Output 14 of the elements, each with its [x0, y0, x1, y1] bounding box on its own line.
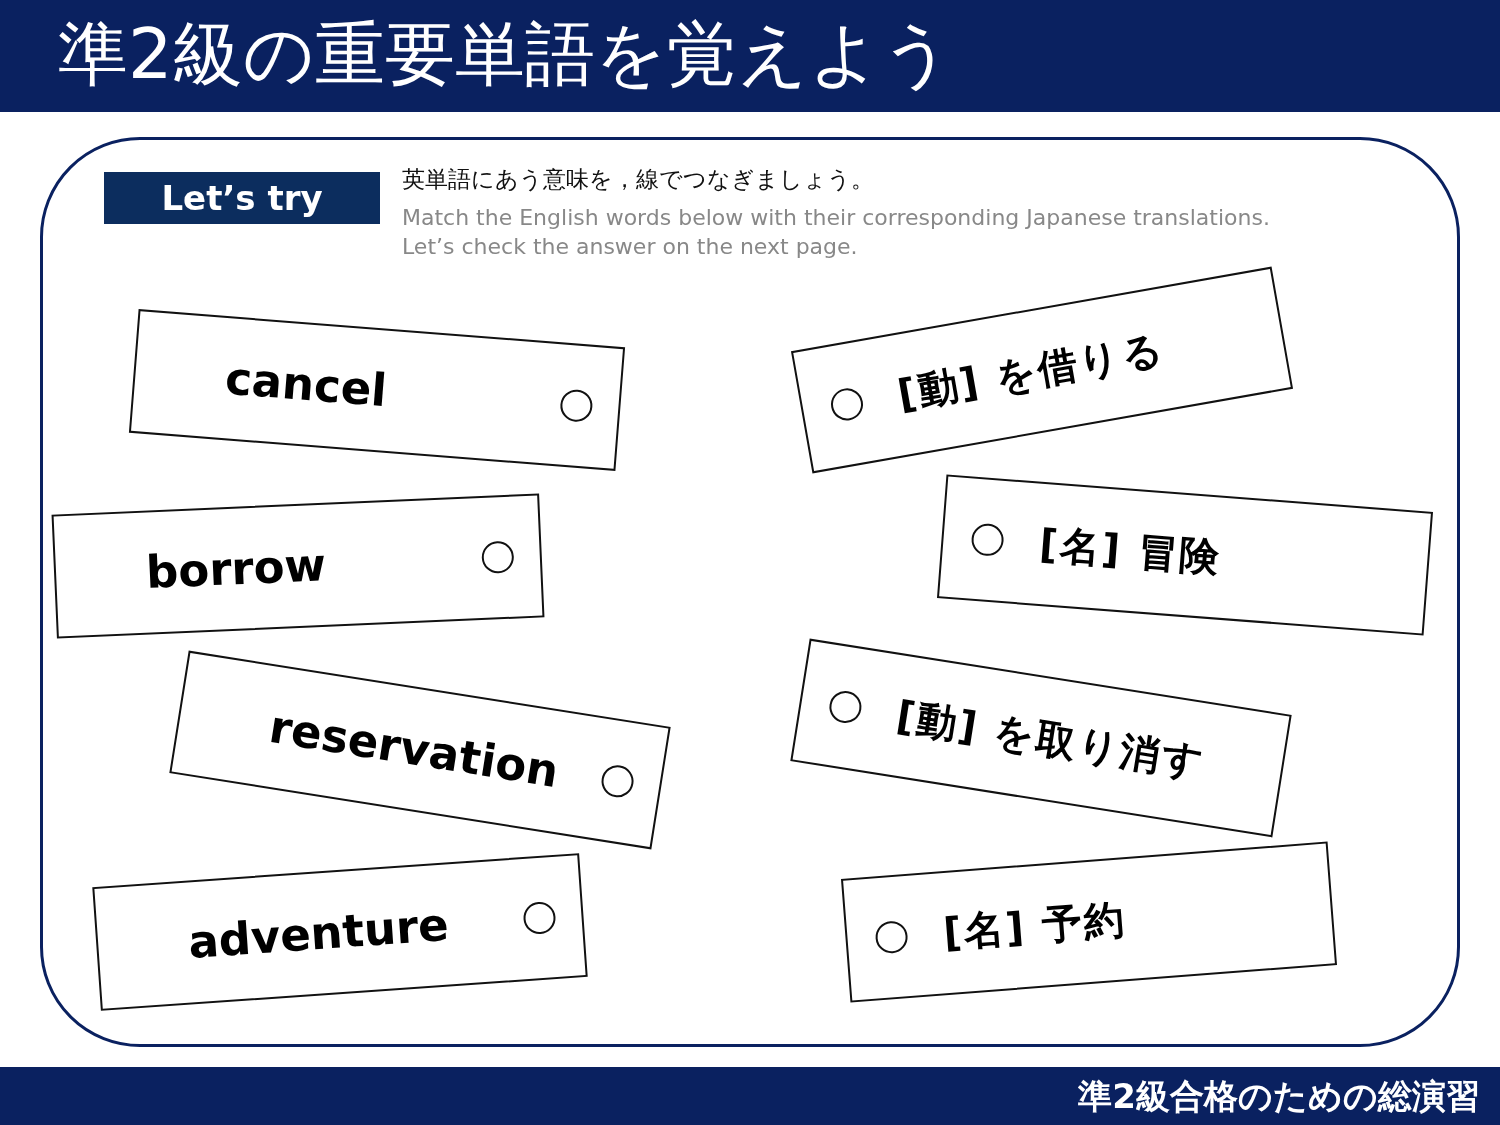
card-text: cancel	[223, 351, 389, 418]
footer-text: 準2級合格のための総演習	[1078, 1075, 1480, 1118]
instruction-text: Match the English words below with their corresponding Japanese translations.	[402, 204, 1270, 232]
badge: Let’s try	[104, 172, 380, 224]
card-text: [名] 予約	[941, 894, 1128, 958]
card-text: borrow	[145, 538, 328, 600]
instruction-text: Let’s check the answer on the next page.	[402, 233, 858, 261]
card-text: adventure	[186, 898, 451, 970]
instruction-text: 英単語にあう意味を，線でつなぎましょう。	[402, 165, 874, 193]
card-text: [名] 冒険	[1037, 519, 1224, 583]
card-text: [動] を取り消す	[892, 690, 1209, 789]
card-text: [動] を借りる	[893, 324, 1169, 420]
card-text: reservation	[265, 700, 563, 799]
title: 準2級の重要単語を覚えよう	[58, 12, 953, 97]
